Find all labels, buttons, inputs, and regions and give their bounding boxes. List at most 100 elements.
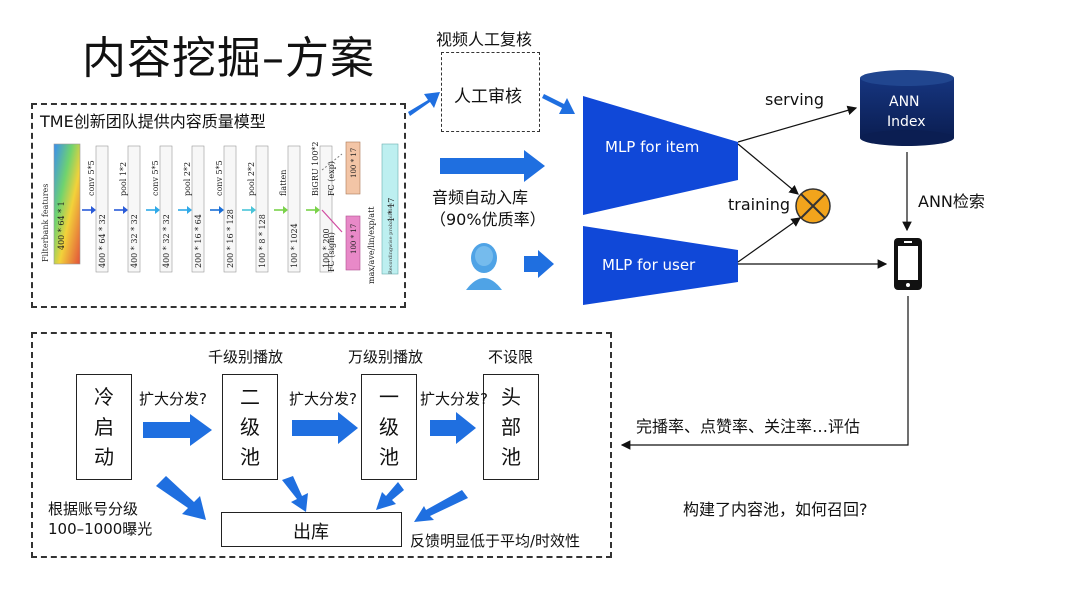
fc-sigm-label: FC (sigm) — [327, 232, 336, 272]
input-label: Filterbank features — [41, 184, 50, 262]
video-review-label: 视频人工复核 — [436, 30, 533, 49]
layer-dim-label: 400 * 32 * 32 — [130, 214, 139, 268]
output-block — [381, 143, 399, 275]
audio-auto-label: 音频自动入库 — [432, 188, 529, 207]
training-label: training — [728, 195, 790, 214]
page-title: 内容挖掘–方案 — [82, 33, 375, 84]
arrow-first-to-head — [430, 412, 476, 444]
account-rule-line1: 根据账号分级 — [48, 500, 139, 518]
cold-start-box — [76, 374, 132, 480]
ann-label-line1: ANN — [889, 94, 920, 110]
layer-arrow-head — [155, 206, 160, 214]
account-rule-line2: 100–1000曝光 — [48, 520, 153, 538]
layer-dim-label: 200 * 16 * 128 — [226, 209, 235, 268]
layer-dim-label: 400 * 32 * 32 — [162, 214, 171, 268]
arrow-cold-to-second — [143, 414, 212, 446]
mlp-user-shape — [583, 226, 738, 305]
arrow-user — [524, 250, 554, 278]
layer-dim-label: 100 * 200 — [322, 228, 331, 268]
att-dim-top: 100 * 17 — [350, 148, 358, 178]
layer-plane — [191, 145, 205, 273]
arrow-review-to-mlp — [542, 94, 575, 114]
arrow-head-to-exit — [414, 490, 468, 522]
expand-label-1: 扩大分发? — [139, 390, 207, 408]
layer-dim-label: 100 * 8 * 128 — [258, 214, 267, 268]
second-pool-label: 二级池 — [240, 385, 260, 469]
arrow-first-to-exit — [376, 482, 404, 510]
layer-plane — [255, 145, 269, 273]
network-diagram: Filterbank features 400 * 64 * 1 conv 5*… — [41, 141, 399, 284]
ann-search-label: ANN检索 — [918, 192, 985, 211]
layer-op-label: conv 5*5 — [87, 160, 96, 196]
arrow-audio — [440, 150, 545, 182]
arrow-cold-to-exit — [156, 476, 206, 520]
exit-box — [221, 512, 402, 547]
att-block-top — [345, 141, 361, 195]
output-dim: 1 * 17 — [387, 198, 396, 222]
tier-thousand-label: 千级别播放 — [208, 348, 284, 366]
layer-arrow-head — [283, 206, 288, 214]
model-box — [31, 103, 406, 308]
output-label: Recordingwise probabilities — [388, 203, 394, 274]
layer-arrow-head — [91, 206, 96, 214]
manual-review-box — [441, 52, 540, 132]
ann-label-line2: Index — [887, 114, 926, 130]
layer-arrow-head — [123, 206, 128, 214]
content-pool-box — [31, 332, 612, 558]
layer-op-label: pool 2*2 — [247, 162, 256, 196]
user-icon — [466, 243, 502, 290]
mlp-user-label: MLP for user — [602, 256, 696, 274]
layer-arrow-head — [187, 206, 192, 214]
arrow-second-to-first — [292, 412, 358, 444]
layer-dim-label: 200 * 16 * 64 — [194, 214, 203, 268]
manual-review-label: 人工审核 — [454, 87, 522, 107]
layer-plane — [159, 145, 173, 273]
arrow-second-to-exit — [282, 476, 308, 512]
input-spectrogram — [53, 143, 81, 265]
layer-op-label: pool 1*2 — [119, 162, 128, 196]
layer-arrow-head — [251, 206, 256, 214]
second-pool-box — [222, 374, 278, 480]
mlp-item-label: MLP for item — [605, 138, 700, 156]
expand-label-3: 扩大分发? — [420, 390, 488, 408]
feedback-label: 反馈明显低于平均/时效性 — [410, 532, 581, 550]
layer-op-label: flatten — [279, 170, 288, 196]
layer-op-label: pool 2*2 — [183, 162, 192, 196]
serving-label: serving — [765, 90, 824, 109]
recall-question: 构建了内容池，如何召回? — [683, 500, 868, 519]
layer-plane — [95, 145, 109, 273]
tier-tenthousand-label: 万级别播放 — [348, 348, 424, 366]
layer-arrow-head — [315, 206, 320, 214]
audio-quality-label: （90%优质率） — [430, 210, 546, 229]
layer-op-label: conv 5*5 — [151, 160, 160, 196]
layer-plane — [223, 145, 237, 273]
head-pool-label: 头部池 — [501, 385, 521, 469]
layer-dim-label: 100 * 1024 — [290, 223, 299, 268]
layer-plane — [319, 145, 333, 273]
arrow-to-review — [408, 92, 440, 116]
model-box-label: TME创新团队提供内容质量模型 — [40, 112, 266, 131]
layer-plane — [287, 145, 301, 273]
layer-arrow-head — [219, 206, 224, 214]
expand-label-2: 扩大分发? — [289, 390, 357, 408]
input-dim: 400 * 64 * 1 — [57, 201, 66, 250]
first-pool-box — [361, 374, 417, 480]
att-block-bottom — [345, 215, 361, 271]
layer-dim-label: 400 * 64 * 32 — [98, 214, 107, 268]
att-dim-bottom: 100 * 17 — [350, 224, 358, 254]
layer-op-label: conv 5*5 — [215, 160, 224, 196]
cold-start-label: 冷启动 — [94, 385, 114, 469]
first-pool-label: 一级池 — [379, 385, 399, 469]
layer-op-label: BiGRU 100*2 — [311, 142, 320, 197]
training-cross-icon — [795, 188, 831, 224]
metrics-label: 完播率、点赞率、关注率…评估 — [636, 417, 861, 436]
tier-unlimited-label: 不设限 — [488, 348, 534, 366]
exit-label: 出库 — [293, 522, 329, 543]
phone-icon — [894, 238, 922, 290]
head-pool-box — [483, 374, 539, 480]
mlp-item-shape — [583, 96, 738, 215]
pooling-label: max/ave/lin/exp/att — [367, 206, 376, 284]
ann-index-cylinder — [860, 70, 954, 146]
